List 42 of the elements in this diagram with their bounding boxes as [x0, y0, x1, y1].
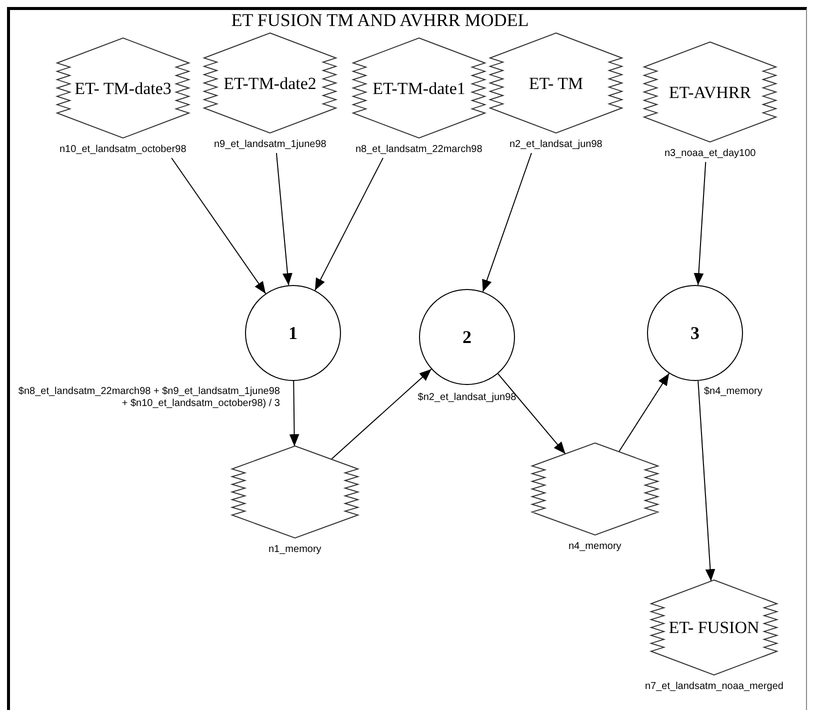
arrow	[497, 373, 566, 454]
arrow	[698, 380, 716, 582]
function-number: 1	[288, 323, 298, 343]
expression-label: $n8_et_landsatm_22march98 + $n9_et_landsatm_1june98 + $n10_et_landsatm_october98) / 3	[18, 386, 280, 410]
arrow	[694, 162, 706, 286]
node-label: ET-TM-date1	[372, 78, 466, 98]
raster-hexagon	[57, 38, 189, 138]
function-circle	[419, 289, 515, 385]
file-name-caption: n10_et_landsatm_october98	[60, 144, 186, 156]
function-number: 3	[690, 323, 700, 343]
expression-label: $n4_memory	[704, 386, 764, 398]
raster-hexagon	[532, 443, 658, 535]
arrow	[482, 152, 532, 292]
file-name-caption: n1_memory	[268, 544, 322, 556]
node-label: ET- TM-date3	[74, 78, 172, 98]
raster-hexagon	[644, 42, 776, 142]
arrow	[330, 368, 432, 460]
file-name-caption: n9_et_landsatm_1june98	[214, 139, 326, 151]
raster-hexagon	[651, 580, 777, 675]
arrow	[276, 152, 292, 286]
file-name-caption: n4_memory	[568, 541, 622, 553]
diagram-title: ET FUSION TM AND AVHRR MODEL	[230, 10, 530, 31]
function-number: 2	[462, 327, 472, 347]
arrow	[618, 372, 670, 452]
raster-hexagon	[490, 33, 622, 133]
file-name-caption: n3_noaa_et_day100	[664, 148, 756, 160]
raster-hexagon	[204, 33, 336, 133]
file-name-caption: n2_et_landsat_jun98	[510, 139, 602, 151]
file-name-caption: n7_et_landsatm_noaa_merged	[645, 681, 784, 693]
arrow	[289, 380, 300, 447]
node-label: ET- TM	[528, 74, 584, 92]
raster-hexagon	[232, 446, 358, 538]
arrow	[314, 158, 384, 291]
function-circle	[245, 285, 341, 381]
node-label: ET- FUSION	[668, 618, 760, 637]
file-name-caption: n8_et_landsatm_22march98	[356, 144, 482, 156]
arrow	[171, 158, 266, 294]
function-circle	[647, 285, 743, 381]
node-label: ET-AVHRR	[668, 82, 752, 102]
expression-label: $n2_et_landsat_jun98	[416, 392, 518, 404]
node-label: ET-TM-date2	[222, 74, 318, 92]
raster-hexagon	[353, 38, 485, 138]
